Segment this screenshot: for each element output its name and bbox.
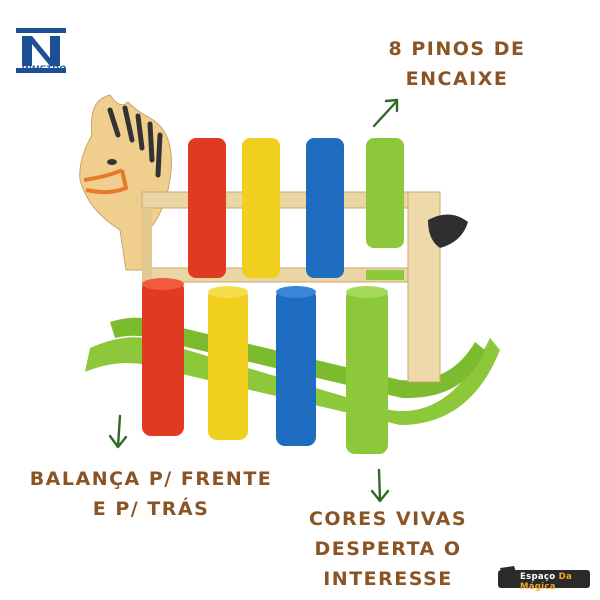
brand-label-prefix: Espaço [520,572,556,582]
arrow-icon [370,468,390,503]
caption-rocking-line-2: E P/ TRÁS [92,498,210,520]
brand-label-suffix: Da Mágica [520,572,573,592]
brand-label: Espaço Da Mágica [520,572,600,592]
rocking-horse-peg-toy-illustration [79,94,500,454]
caption-pins: 8 PINOS DE ENCAIXE [362,34,552,94]
caption-colors-line-2: DESPERTA O [314,538,462,560]
arrow-icon [372,98,399,128]
brand-clapperboard-icon [498,566,590,588]
inmetro-label: INMETRO [21,64,67,74]
caption-colors: CORES VIVAS DESPERTA O INTERESSE [300,504,476,594]
caption-pins-line-2: ENCAIXE [405,68,509,90]
caption-rocking: BALANÇA P/ FRENTE E P/ TRÁS [20,464,282,524]
caption-colors-line-1: CORES VIVAS [308,508,468,530]
inmetro-logo-icon [16,28,66,73]
caption-colors-line-3: INTERESSE [323,568,453,590]
caption-rocking-line-1: BALANÇA P/ FRENTE [29,468,273,490]
arrow-icon [108,414,128,449]
caption-pins-line-1: 8 PINOS DE [388,38,526,60]
